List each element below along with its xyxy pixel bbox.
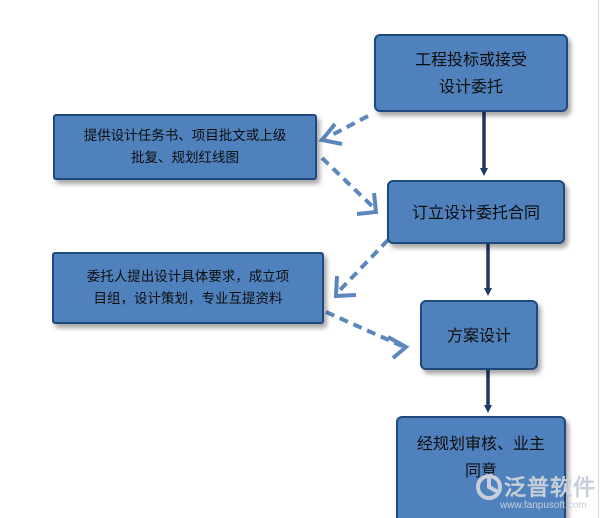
step-planning-review: 经规划审核、业主 同意: [396, 416, 566, 518]
step-label: 工程投标或接受 设计委托: [414, 50, 527, 96]
dashed-arrow-step2-to-input2: [333, 238, 390, 299]
watermark-brand: 泛普软件: [504, 475, 597, 500]
step-bidding-or-commission: 工程投标或接受 设计委托: [374, 34, 568, 112]
step-schematic-design: 方案设计: [420, 300, 538, 370]
input-label: 委托人提出设计具体要求，成立项 目组，设计策划，专业互提资料: [86, 269, 290, 307]
input-task-documents: 提供设计任务书、项目批文或上级 批复、规划红线图: [53, 114, 317, 180]
watermark-url: www.fanpusoft.com: [500, 500, 587, 511]
input-client-requirements: 委托人提出设计具体要求，成立项 目组，设计策划，专业互提资料: [52, 252, 324, 324]
logo-icon: [476, 474, 502, 500]
dashed-arrow-step1-to-input1: [318, 114, 369, 146]
watermark: 泛普软件 www.fanpusoft.com: [474, 470, 604, 518]
dashed-arrow-input1-to-step2: [320, 156, 379, 216]
step-label: 方案设计: [446, 325, 511, 345]
step-label: 订立设计委托合同: [411, 202, 540, 222]
input-label: 提供设计任务书、项目批文或上级 批复、规划红线图: [83, 128, 287, 166]
step-sign-contract: 订立设计委托合同: [387, 180, 565, 244]
dashed-arrow-input2-to-step3: [325, 310, 410, 360]
